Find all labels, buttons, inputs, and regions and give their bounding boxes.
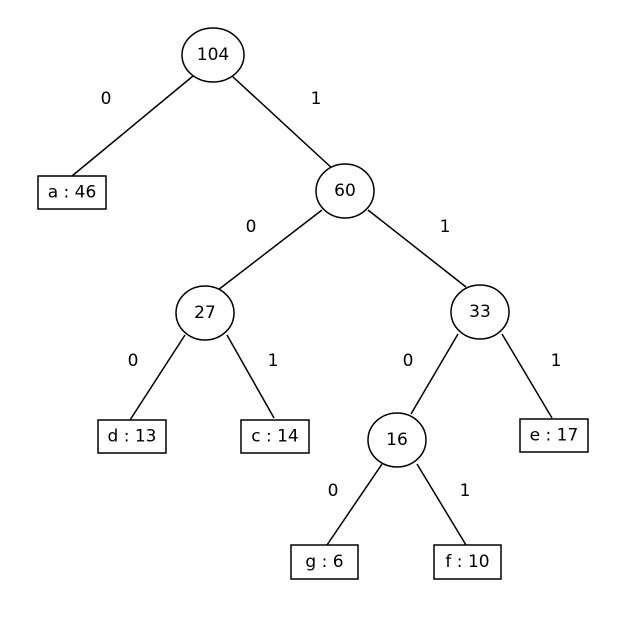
node-circle — [175, 285, 235, 341]
edge-27-c — [226, 334, 275, 419]
leaf-value: a : 46 — [48, 183, 97, 203]
node-circle — [181, 27, 245, 83]
edge-33-16 — [410, 333, 459, 415]
edge-60-27 — [217, 209, 323, 291]
node-value: 104 — [197, 45, 229, 65]
node-value: 33 — [469, 302, 491, 322]
leaf-value: d : 13 — [108, 427, 157, 447]
internal-node-60: 60 — [315, 163, 375, 219]
edge-104-60 — [231, 75, 335, 171]
edge-label-27-d: 0 — [128, 351, 139, 371]
edge-label-104-60: 1 — [311, 89, 322, 109]
edge-label-16-f: 1 — [460, 481, 471, 501]
edge-label-60-33: 1 — [440, 217, 451, 237]
leaf-node-e: e : 17 — [519, 418, 589, 453]
leaf-box — [519, 418, 589, 453]
leaf-node-f: f : 10 — [433, 544, 502, 580]
node-circle — [315, 163, 375, 219]
edge-33-e — [501, 333, 553, 419]
internal-node-16: 16 — [367, 412, 427, 468]
leaf-box — [37, 175, 107, 210]
edge-label-60-27: 0 — [246, 217, 257, 237]
edge-labels: 0 1 0 1 0 1 0 1 0 1 — [101, 89, 562, 501]
leaf-value: e : 17 — [530, 426, 579, 446]
internal-node-27: 27 — [175, 285, 235, 341]
edges — [71, 75, 553, 546]
edge-16-f — [416, 463, 467, 546]
node-value: 16 — [386, 430, 408, 450]
node-value: 60 — [334, 181, 356, 201]
node-circle — [367, 412, 427, 468]
leaf-node-d: d : 13 — [97, 419, 167, 454]
node-circle — [450, 284, 510, 340]
leaf-node-a: a : 46 — [37, 175, 107, 210]
leaf-box — [240, 419, 310, 454]
edge-label-27-c: 1 — [268, 351, 279, 371]
leaf-value: c : 14 — [251, 427, 299, 447]
leaf-node-c: c : 14 — [240, 419, 310, 454]
leaf-value: g : 6 — [305, 552, 343, 572]
edge-label-104-a: 0 — [101, 89, 112, 109]
edge-27-d — [129, 334, 186, 421]
edge-label-16-g: 0 — [328, 481, 339, 501]
edge-label-33-16: 0 — [403, 351, 414, 371]
leaf-box — [97, 419, 167, 454]
internal-node-33: 33 — [450, 284, 510, 340]
edge-104-a — [71, 75, 194, 177]
internal-node-104: 104 — [181, 27, 245, 83]
edge-16-g — [326, 463, 383, 546]
edge-label-33-e: 1 — [551, 351, 562, 371]
leaf-value: f : 10 — [445, 552, 489, 572]
leaf-box — [290, 544, 359, 580]
edge-60-33 — [367, 209, 467, 288]
node-value: 27 — [194, 303, 216, 323]
leaf-node-g: g : 6 — [290, 544, 359, 580]
leaf-box — [433, 544, 502, 580]
